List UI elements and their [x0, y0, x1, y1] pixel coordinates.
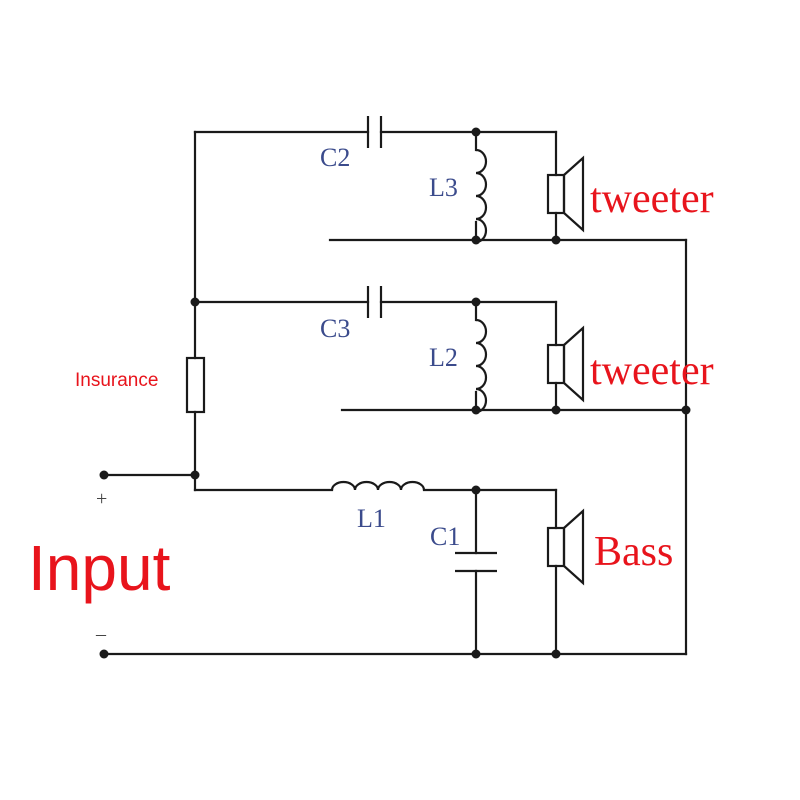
junction-dot: [471, 297, 481, 307]
c1-label: C1: [430, 522, 460, 551]
bass-speaker-icon: [546, 508, 585, 586]
junction-dot: [471, 649, 481, 659]
junction-nodes: [99, 127, 691, 659]
junction-dot: [471, 485, 481, 495]
junction-dot: [190, 470, 200, 480]
top-speaker-icon: [546, 155, 585, 233]
junction-dot: [190, 297, 200, 307]
c2-label: C2: [320, 143, 350, 172]
fuse-symbol: [185, 356, 206, 414]
input-plus-terminal: [99, 470, 109, 480]
middle-speaker-icon: [546, 325, 585, 403]
middle-speaker-label: tweeter: [590, 348, 714, 394]
l2-label: L2: [429, 343, 458, 372]
junction-dot: [551, 405, 561, 415]
junction-dot: [471, 127, 481, 137]
junction-dot: [551, 235, 561, 245]
input-label: Input: [28, 532, 171, 604]
l1-label: L1: [357, 504, 386, 533]
junction-dot: [681, 405, 691, 415]
junction-dot: [471, 235, 481, 245]
bass-speaker-label: Bass: [594, 529, 673, 575]
input-minus-terminal: [99, 649, 109, 659]
top-speaker-label: tweeter: [590, 176, 714, 222]
junction-dot: [471, 405, 481, 415]
l1-coil: [330, 480, 426, 491]
junction-dot: [551, 649, 561, 659]
l2-coil: [475, 318, 488, 414]
fuse-label: Insurance: [75, 370, 158, 391]
l3-coil: [475, 148, 488, 244]
c3-label: C3: [320, 314, 350, 343]
input-minus-sign: –: [95, 623, 107, 645]
input-plus-sign: +: [96, 488, 107, 510]
l3-label: L3: [429, 173, 458, 202]
